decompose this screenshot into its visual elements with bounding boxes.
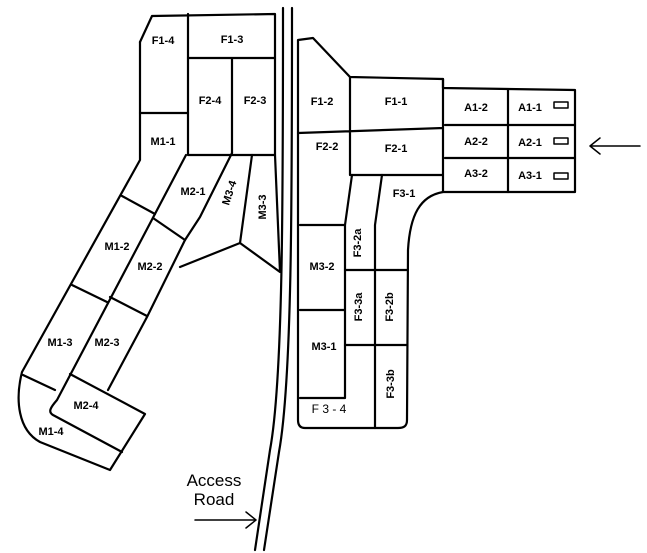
plot-M1-1[interactable]: M1-1: [150, 136, 175, 148]
plot-M1-3[interactable]: M1-3: [47, 337, 72, 349]
plot-F3-1[interactable]: F3-1: [393, 188, 416, 200]
access-road-label-2: Road: [194, 490, 235, 509]
plot-labels: F1-4 F1-3 F2-4 F2-3 M1-1 M2-1 M3-4 M3-3 …: [38, 34, 541, 438]
plot-M3-4[interactable]: M3-4: [220, 178, 239, 206]
plot-M1-2[interactable]: M1-2: [104, 241, 129, 253]
plot-F2-3[interactable]: F2-3: [244, 95, 267, 107]
plot-F2-4[interactable]: F2-4: [199, 95, 223, 107]
entrance-arrow-icon: [589, 137, 641, 155]
plot-F1-4[interactable]: F1-4: [152, 35, 176, 47]
plot-F3-3b[interactable]: F3-3b: [385, 369, 397, 399]
plot-M3-1[interactable]: M3-1: [311, 341, 336, 353]
plot-F3-4[interactable]: F 3 - 4: [312, 402, 347, 416]
plot-F3-3a[interactable]: F3-3a: [353, 292, 365, 322]
plot-F2-1[interactable]: F2-1: [385, 143, 408, 155]
right-parcels: [296, 36, 577, 430]
plot-A2-2[interactable]: A2-2: [464, 136, 488, 148]
plot-A2-1[interactable]: A2-1: [518, 137, 542, 149]
plot-F3-2b[interactable]: F3-2b: [384, 292, 396, 322]
plot-M2-1[interactable]: M2-1: [180, 186, 205, 198]
plot-M3-3[interactable]: M3-3: [257, 194, 269, 219]
plot-A1-2[interactable]: A1-2: [464, 102, 488, 114]
marker-a1: [553, 101, 569, 109]
plot-A1-1[interactable]: A1-1: [518, 102, 542, 114]
plot-A3-1[interactable]: A3-1: [518, 170, 542, 182]
marker-a2: [553, 137, 569, 145]
marker-a3: [553, 172, 569, 180]
plot-F3-2a[interactable]: F3-2a: [352, 228, 364, 258]
access-road-arrow-icon: [194, 511, 257, 529]
plot-M1-4[interactable]: M1-4: [38, 426, 64, 438]
plot-M2-3[interactable]: M2-3: [94, 337, 119, 349]
access-road-label-1: Access: [187, 471, 242, 490]
plot-F1-1[interactable]: F1-1: [385, 96, 408, 108]
plot-M2-4[interactable]: M2-4: [73, 400, 99, 412]
plot-A3-2[interactable]: A3-2: [464, 168, 488, 180]
plot-F2-2[interactable]: F2-2: [316, 141, 339, 153]
left-parcels: [17, 12, 282, 472]
plot-M2-2[interactable]: M2-2: [137, 261, 162, 273]
road: [253, 6, 294, 552]
plot-F1-2[interactable]: F1-2: [311, 96, 334, 108]
plot-F1-3[interactable]: F1-3: [221, 34, 244, 46]
plot-M3-2[interactable]: M3-2: [309, 261, 334, 273]
